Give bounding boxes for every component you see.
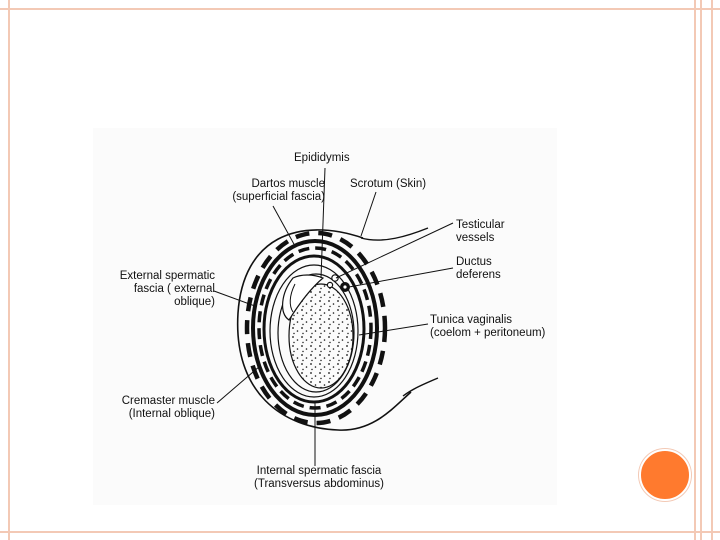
label-cremaster-line-2: (Internal oblique) [128,408,215,420]
epididymis-inner [289,283,296,313]
label-tunica-line-2: (coelom + peritoneum) [430,327,546,339]
label-dartos-line-2: (superficial fascia) [232,191,325,203]
internal-spermatic-fascia-layer [262,254,366,404]
testicular-vessel-1 [331,274,339,282]
leader-ductus-deferens [348,267,454,288]
label-ext-fascia-line-3: oblique) [174,296,215,308]
leader-external-fascia [213,290,256,307]
scrotum-cross-section-figure: Epididymis Dartos muscle (superficial fa… [93,128,557,505]
label-testicular-vessels: Testicular vessels [456,219,505,245]
label-ductus-line-2: deferens [456,269,501,281]
label-ductus-line-1: Ductus [456,256,492,268]
label-ductus-deferens: Ductus deferens [456,256,501,282]
label-external-fascia: External spermatic fascia ( external obl… [99,270,215,309]
leader-scrotum [360,191,377,237]
frame-line-left [8,0,10,540]
label-dartos: Dartos muscle (superficial fascia) [193,178,325,204]
label-epididymis: Epididymis [294,152,350,164]
label-cremaster: Cremaster muscle (Internal oblique) [103,395,215,421]
scrotum-skin-top-extension [360,227,429,241]
tunica-vaginalis-outer [269,264,359,398]
label-testicular-line-2: vessels [456,232,495,244]
leader-testicular-vessels [335,222,454,279]
testicular-vessel-2 [326,281,334,289]
label-ext-fascia-line-1: External spermatic [119,270,215,282]
ductus-deferens-lumen [343,285,347,289]
decorative-circle [639,449,691,501]
leader-tunica-vaginalis [358,323,429,336]
leader-dartos [272,205,296,247]
frame-line-right-3 [711,0,713,540]
frame-line-bottom [0,531,720,533]
label-dartos-line-1: Dartos muscle [251,178,326,190]
label-ext-fascia-line-2: fascia ( external [133,283,215,295]
scrotum-skin-outline [236,229,412,431]
label-scrotum: Scrotum (Skin) [350,178,427,190]
label-tunica-vaginalis: Tunica vaginalis (coelom + peritoneum) [430,314,545,340]
tunica-vaginalis-inner [277,273,355,393]
label-cremaster-line-1: Cremaster muscle [121,395,215,407]
leader-cremaster [216,365,261,404]
label-int-fascia-line-2: (Transversus abdominus) [254,478,384,490]
leader-epididymis [320,167,326,279]
frame-line-right-1 [694,0,696,540]
dartos-muscle-layer [244,230,388,426]
label-int-fascia-line-1: Internal spermatic fascia [256,465,382,477]
epididymis-shape [282,274,325,321]
frame-line-right-2 [700,0,702,540]
testis-body [288,283,354,389]
label-tunica-line-1: Tunica vaginalis [430,314,513,326]
label-testicular-line-1: Testicular [456,219,505,231]
label-internal-fascia: Internal spermatic fascia (Transversus a… [249,465,389,491]
frame-line-top [0,8,720,10]
scrotum-skin-bottom-extension [402,377,439,397]
cross-section-drawing [213,167,454,466]
